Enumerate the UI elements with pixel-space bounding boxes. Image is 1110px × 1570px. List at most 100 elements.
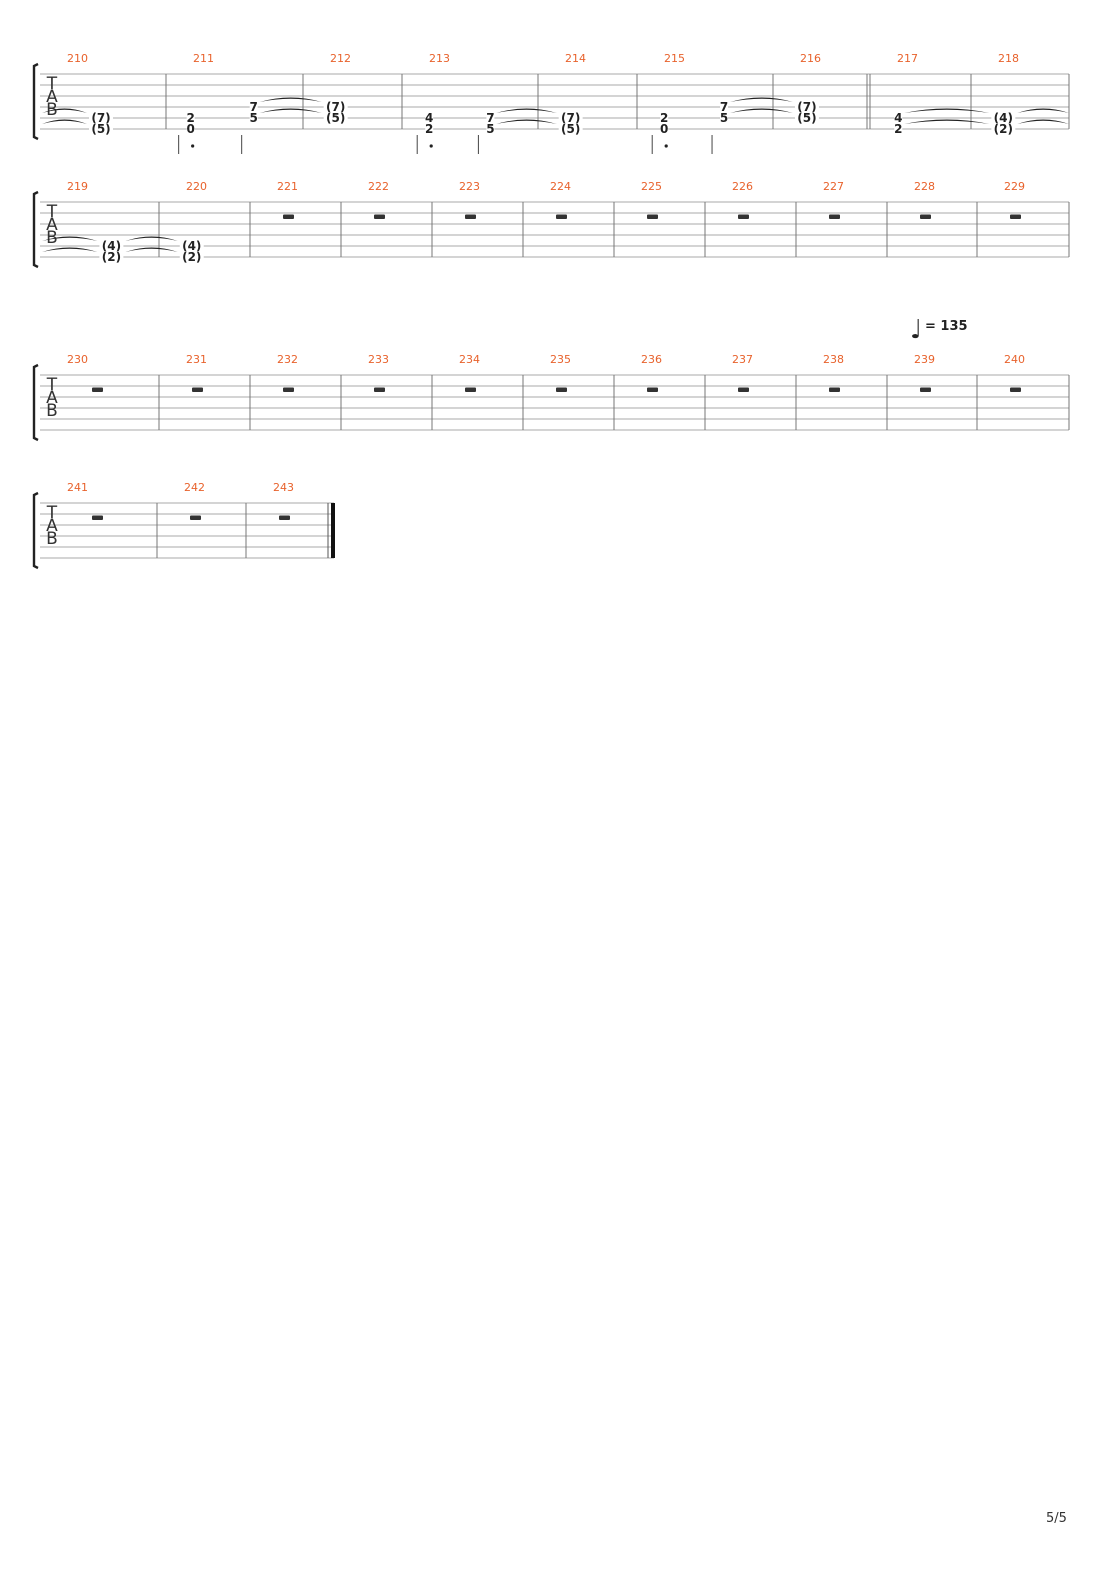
measure-number: 236 xyxy=(641,353,662,366)
tie-arc xyxy=(496,119,557,124)
tab-clef-letter: A xyxy=(46,516,58,536)
note-backing xyxy=(425,123,434,134)
fret-number: 0 xyxy=(186,122,194,136)
measure-number: 226 xyxy=(732,180,753,193)
measure-number: 243 xyxy=(273,481,294,494)
fret-number: 2 xyxy=(425,122,433,136)
note-backing xyxy=(794,112,819,123)
fret-number: 7 xyxy=(486,111,494,125)
tab-system: TAB210(7)(5)2112075212(7)(5)2134275214(7… xyxy=(32,52,1070,154)
tie-arc xyxy=(730,108,793,113)
note-backing xyxy=(660,123,669,134)
fret-number: (4) xyxy=(182,239,201,253)
measure-number: 221 xyxy=(277,180,298,193)
tie-arc xyxy=(904,119,990,124)
fret-number: 0 xyxy=(660,122,668,136)
note-backing xyxy=(179,240,204,251)
measure-number: 234 xyxy=(459,353,480,366)
tie-arc xyxy=(42,119,87,124)
fret-number: (7) xyxy=(797,100,816,114)
note-backing xyxy=(99,240,124,251)
measure-number: 227 xyxy=(823,180,844,193)
note-backing xyxy=(720,101,729,112)
whole-rest xyxy=(1010,214,1021,219)
rhythm-dot xyxy=(191,144,195,148)
fret-number: 4 xyxy=(894,111,902,125)
measure-number: 230 xyxy=(67,353,88,366)
measure-number: 229 xyxy=(1004,180,1025,193)
whole-rest xyxy=(92,387,103,392)
tab-clef-letter: A xyxy=(46,215,58,235)
whole-rest xyxy=(92,515,103,520)
measure-number: 231 xyxy=(186,353,207,366)
note-backing xyxy=(794,101,819,112)
note-backing xyxy=(894,123,903,134)
measure-number: 211 xyxy=(193,52,214,65)
whole-rest xyxy=(647,387,658,392)
note-backing xyxy=(186,112,195,123)
tie-arc xyxy=(125,247,178,252)
note-backing xyxy=(425,112,434,123)
tab-clef-letter: B xyxy=(46,529,58,549)
measure-number: 218 xyxy=(998,52,1019,65)
fret-number: 7 xyxy=(250,100,258,114)
note-backing xyxy=(660,112,669,123)
measure-number: 239 xyxy=(914,353,935,366)
fret-number: (5) xyxy=(561,122,580,136)
system-bracket xyxy=(32,363,39,442)
tie-arc xyxy=(904,108,990,113)
note-backing xyxy=(558,112,583,123)
fret-number: (5) xyxy=(326,111,345,125)
system-bracket xyxy=(32,62,39,141)
tie-arc xyxy=(1017,119,1069,124)
fret-number: (2) xyxy=(182,250,201,264)
fret-number: 7 xyxy=(720,100,728,114)
tie-arc xyxy=(42,108,87,113)
system-bracket xyxy=(32,491,39,570)
whole-rest xyxy=(283,214,294,219)
fret-number: (4) xyxy=(102,239,121,253)
fret-number: (2) xyxy=(994,122,1013,136)
measure-number: 213 xyxy=(429,52,450,65)
fret-number: (4) xyxy=(994,111,1013,125)
whole-rest xyxy=(647,214,658,219)
tab-clef-letter: T xyxy=(46,375,58,395)
note-backing xyxy=(89,123,113,134)
whole-rest xyxy=(556,214,567,219)
fret-number: 2 xyxy=(660,111,668,125)
fret-number: 4 xyxy=(425,111,433,125)
measure-number: 242 xyxy=(184,481,205,494)
measure-number: 240 xyxy=(1004,353,1025,366)
measure-number: 228 xyxy=(914,180,935,193)
whole-rest xyxy=(920,387,931,392)
page-number: 5/5 xyxy=(1046,1511,1067,1526)
measure-number: 237 xyxy=(732,353,753,366)
measure-number: 235 xyxy=(550,353,571,366)
measure-number: 225 xyxy=(641,180,662,193)
whole-rest xyxy=(556,387,567,392)
fret-number: (7) xyxy=(91,111,110,125)
fret-number: (2) xyxy=(102,250,121,264)
note-backing xyxy=(186,123,195,134)
whole-rest xyxy=(465,214,476,219)
tab-clef-letter: T xyxy=(46,202,58,222)
note-backing xyxy=(720,112,729,123)
measure-number: 215 xyxy=(664,52,685,65)
note-backing xyxy=(249,101,258,112)
fret-number: (7) xyxy=(561,111,580,125)
measure-number: 224 xyxy=(550,180,571,193)
fret-number: 2 xyxy=(894,122,902,136)
tab-clef-letter: A xyxy=(46,87,58,107)
tie-arc xyxy=(730,97,793,102)
measure-number: 232 xyxy=(277,353,298,366)
measure-number: 233 xyxy=(368,353,389,366)
whole-rest xyxy=(190,515,201,520)
fret-number: (5) xyxy=(91,122,110,136)
note-backing xyxy=(323,112,348,123)
fret-number: (7) xyxy=(326,100,345,114)
measure-number: 222 xyxy=(368,180,389,193)
measure-number: 216 xyxy=(800,52,821,65)
